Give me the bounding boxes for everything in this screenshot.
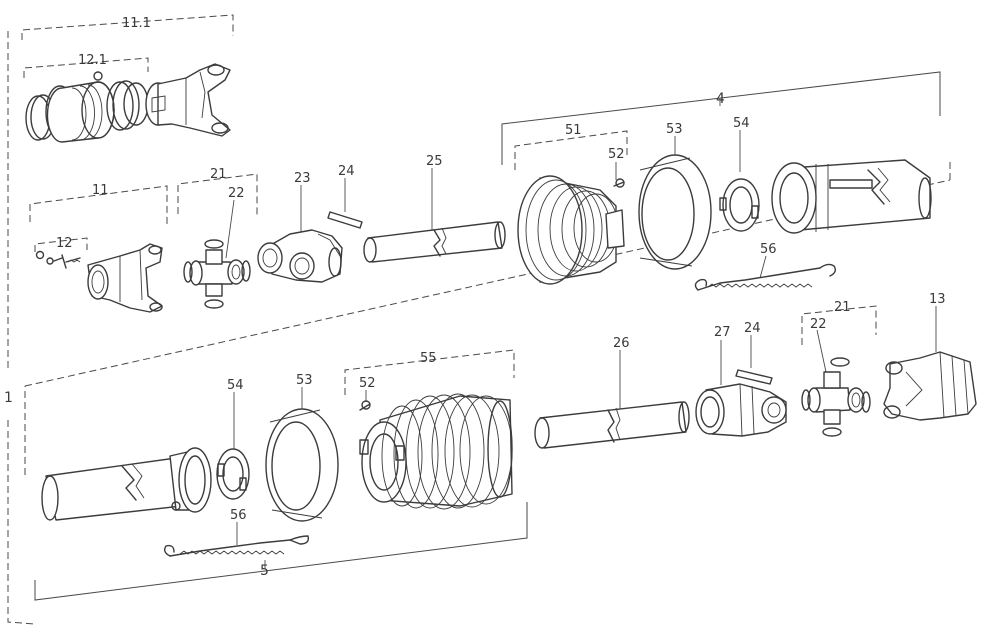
group-55-frame — [344, 349, 515, 395]
part-13-yoke — [883, 351, 977, 421]
part-53-bearing-ring-upper — [638, 154, 712, 270]
part-56-chain-lower — [163, 535, 310, 557]
label-21-lower: 21 — [834, 300, 851, 315]
label-5: 5 — [260, 563, 269, 579]
label-51: 51 — [565, 123, 582, 138]
part-5-outer-tube-lower — [41, 447, 212, 521]
label-55: 55 — [420, 351, 437, 366]
label-1: 1 — [4, 390, 13, 406]
label-24-upper: 24 — [338, 164, 355, 179]
part-27-yoke — [695, 383, 787, 437]
part-55-guard-cone — [359, 393, 513, 510]
label-56-upper: 56 — [760, 242, 777, 257]
group-12-frame — [34, 237, 88, 252]
assembly-4-frame — [501, 71, 941, 165]
part-11-1-yoke — [145, 63, 231, 137]
part-4-outer-tube — [771, 159, 932, 234]
part-22-cross-lower — [801, 357, 871, 437]
label-25: 25 — [426, 154, 443, 169]
part-51-guard-cone — [517, 175, 625, 285]
label-52-upper: 52 — [608, 147, 625, 162]
label-22-upper: 22 — [228, 186, 245, 201]
label-27: 27 — [714, 325, 731, 340]
label-11: 11 — [92, 183, 109, 198]
part-52-screw-lower — [359, 400, 371, 411]
part-24-pin-lower — [735, 369, 773, 385]
label-24-lower: 24 — [744, 321, 761, 336]
group-21-upper-frame — [177, 173, 258, 216]
part-25-tube — [363, 221, 506, 263]
label-21-upper: 21 — [210, 167, 227, 182]
label-13: 13 — [929, 292, 946, 307]
part-12-1-seal-rings — [25, 71, 149, 143]
divider-line-upper — [24, 179, 951, 387]
label-11-1: 11.1 — [122, 16, 151, 31]
label-26: 26 — [613, 336, 630, 351]
assembly-1-frame-lower — [7, 420, 36, 625]
part-54-clip-ring-upper — [719, 178, 760, 232]
part-24-pin-upper — [327, 211, 363, 229]
label-23: 23 — [294, 171, 311, 186]
label-53-lower: 53 — [296, 373, 313, 388]
group-12-1-frame — [23, 57, 149, 78]
part-22-cross-upper — [183, 239, 251, 309]
assembly-5-frame — [34, 502, 528, 601]
part-54-clip-ring-lower — [216, 448, 250, 500]
label-54-lower: 54 — [227, 378, 244, 393]
group-21-lower-frame — [801, 305, 877, 345]
part-52-screw-upper — [613, 178, 625, 188]
part-11-yoke — [87, 243, 163, 313]
label-22-lower: 22 — [810, 317, 827, 332]
label-53-upper: 53 — [666, 122, 683, 137]
label-12: 12 — [56, 236, 73, 251]
leader-56a — [759, 255, 767, 279]
part-23-yoke — [257, 229, 343, 283]
group-51-frame — [514, 130, 628, 170]
label-4: 4 — [716, 91, 725, 107]
leader-22a — [225, 199, 235, 259]
label-54-upper: 54 — [733, 116, 750, 131]
part-26-tube — [534, 401, 690, 449]
part-56-chain-upper — [694, 263, 837, 291]
label-12-1: 12.1 — [78, 53, 107, 68]
part-12-bolt-set — [35, 250, 81, 269]
group-11-1-frame — [21, 14, 234, 40]
part-53-bearing-ring-lower — [265, 408, 339, 522]
label-52-lower: 52 — [359, 376, 376, 391]
label-56-lower: 56 — [230, 508, 247, 523]
leader-22b — [816, 329, 827, 373]
